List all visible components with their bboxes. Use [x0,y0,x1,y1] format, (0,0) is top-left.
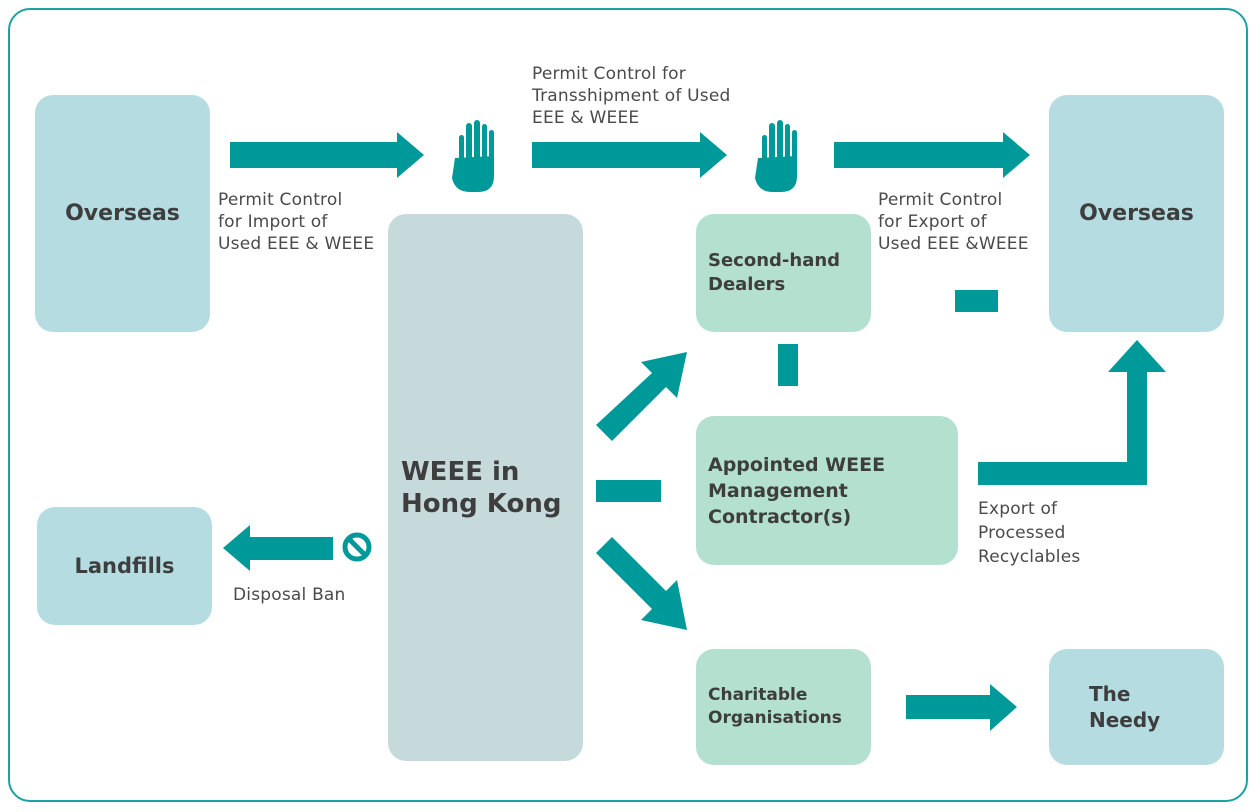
export-processed-label: Export of Processed Recyclables [978,499,1081,567]
second-hand-dealers-label: Second-hand Dealers [708,250,841,295]
stop-hand-icon [755,120,797,192]
arrow-charitable [596,537,687,630]
arrow-import [230,132,424,178]
export-permit-label: Permit Control for Export of Used EEE &W… [878,190,1029,254]
arrow-landfills [223,525,333,571]
landfills-label: Landfills [74,554,175,578]
arrow-second-hand [596,352,687,441]
stop-hand-icon [452,120,494,192]
arrow-export [834,132,1030,178]
the-needy-label: The Needy [1089,682,1161,732]
weee-hong-kong-label: WEEE in Hong Kong [401,456,562,519]
import-permit-label: Permit Control for Import of Used EEE & … [218,190,375,254]
no-entry-icon [342,532,372,562]
overseas-right-node: Overseas [1049,95,1224,332]
weee-hong-kong-node: WEEE in Hong Kong [388,214,583,761]
second-hand-dealers-node: Second-hand Dealers [696,214,871,332]
charitable-organisations-node: Charitable Organisations [696,649,871,765]
overseas-left-label: Overseas [65,201,180,226]
appointed-contractor-label: Appointed WEEE Management Contractor(s) [708,453,886,528]
connector-vertical [778,344,798,386]
disposal-ban-label: Disposal Ban [233,585,346,605]
transshipment-permit-label: Permit Control for Transshipment of Used… [532,64,731,128]
overseas-right-label: Overseas [1079,201,1194,226]
diagram-frame [8,8,1248,802]
arrow-needy [906,684,1017,731]
charitable-organisations-label: Charitable Organisations [708,685,842,728]
appointed-contractor-node: Appointed WEEE Management Contractor(s) [696,416,958,565]
the-needy-node: The Needy [1049,649,1224,765]
landfills-node: Landfills [37,507,212,625]
connector-dash [955,290,998,312]
connector-contractor [596,480,661,502]
arrow-processed-recyclables [978,340,1166,485]
overseas-left-node: Overseas [35,95,210,332]
arrow-transshipment [532,132,727,178]
